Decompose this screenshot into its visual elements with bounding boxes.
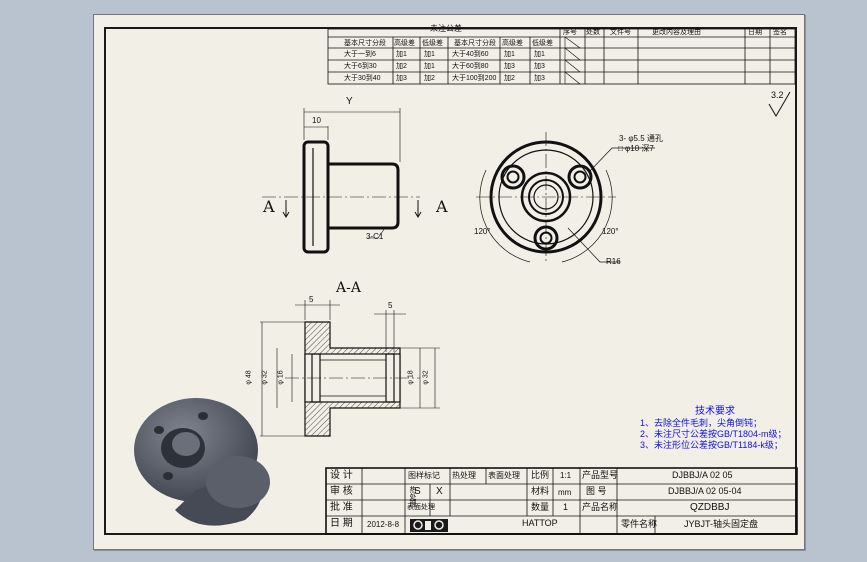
tol-cell: 大于60到80 — [452, 63, 489, 70]
dia-bore: φ 16 — [277, 370, 285, 385]
dia-bore-2: φ 18 — [407, 370, 415, 385]
tol-cell: 加3 — [396, 75, 407, 82]
material-value: mm — [558, 488, 572, 497]
tech-req-item: 1、去除全件毛刺，尖角倒钝； — [640, 418, 763, 428]
dia-hub: φ 32 — [422, 370, 430, 385]
company-logo — [410, 519, 448, 532]
label-design: 设 计 — [330, 470, 353, 481]
mark-s: S — [414, 486, 421, 497]
counterbore-callout: □ φ10 深7 — [618, 144, 654, 153]
tol-cell: 加2 — [424, 75, 435, 82]
tol-cell: 大于一到6 — [344, 51, 376, 58]
label-product-name: 产品名称 — [582, 502, 619, 512]
label-product-code: 产品型号 — [582, 470, 619, 480]
tol-cell: 加3 — [534, 63, 545, 70]
tol-cell: 加1 — [396, 51, 407, 58]
tol-cell: 加2 — [396, 63, 407, 70]
hole-callout: 3- φ5.5 通孔 — [619, 134, 663, 143]
3d-model-preview — [134, 398, 270, 526]
scale-value: 1:1 — [560, 471, 572, 480]
tol-cell: 加1 — [424, 51, 435, 58]
tol-cell: 加2 — [504, 75, 515, 82]
label-heat: 热处理 — [452, 471, 476, 480]
technical-requirements: 技术要求 1、去除全件毛刺，尖角倒钝； 2、未注尺寸公差按GB/T1804-m级… — [640, 406, 790, 451]
label-scale: 比例 — [531, 470, 550, 480]
label-quantity: 数量 — [531, 502, 550, 512]
tol-header-5: 高级差 — [502, 40, 523, 47]
label-check: 审 核 — [330, 486, 353, 497]
label-figure-no: 图 号 — [586, 486, 607, 496]
section-mark-left: A — [263, 197, 275, 216]
label-material: 材料 — [531, 486, 550, 496]
product-code-value: DJBBJ/A 02 05 — [672, 470, 733, 480]
dia-outer: φ 48 — [245, 370, 253, 385]
product-name-value: QZDBBJ — [690, 502, 730, 513]
revision-col-3: 文件号 — [610, 29, 631, 36]
figure-no-value: DJBBJ/A 02 05-04 — [668, 486, 742, 496]
tol-cell: 加1 — [504, 51, 515, 58]
angle-dim-left: 120° — [474, 227, 491, 236]
tol-cell: 大于6到30 — [344, 63, 377, 70]
date-value: 2012-8-8 — [367, 520, 400, 529]
tol-cell: 加3 — [504, 63, 515, 70]
label-drawing-mark: 图样标记 — [408, 471, 440, 480]
tol-header-6: 低级差 — [532, 40, 553, 47]
section-title: A-A — [336, 280, 361, 296]
mark-x: X — [436, 486, 443, 497]
dim-groove-width: 5 — [388, 301, 393, 310]
dim-flange-width: 5 — [309, 295, 314, 304]
label-surface-treat: 表面处理 — [407, 504, 435, 511]
company-name: HATTOP — [522, 518, 558, 528]
dia-flange-inner: φ 32 — [261, 370, 269, 385]
tol-cell: 加1 — [424, 63, 435, 70]
tol-cell: 大于30到40 — [344, 75, 381, 82]
tol-header-4: 基本尺寸分段 — [454, 40, 496, 47]
dim-total-length: Y — [346, 96, 353, 107]
tol-cell: 大于100到200 — [452, 75, 497, 82]
revision-col-6: 签名 — [773, 29, 787, 36]
label-date: 日 期 — [330, 518, 353, 529]
revision-col-4: 更改内容及理由 — [652, 29, 701, 36]
section-mark-right: A — [436, 197, 448, 216]
tech-req-item: 2、未注尺寸公差按GB/T1804-m级； — [640, 429, 787, 439]
front-view — [262, 108, 422, 254]
roughness-value: 3.2 — [771, 90, 784, 100]
tol-cell: 加3 — [534, 75, 545, 82]
tech-req-item: 3、未注形位公差按GB/T1184-k级； — [640, 440, 783, 450]
tolerance-title: 未注公差 — [430, 24, 462, 33]
chamfer-note: 3-C1 — [366, 232, 384, 241]
angle-dim-right: 120° — [602, 227, 619, 236]
section-view — [260, 300, 440, 437]
label-surface: 表面处理 — [488, 471, 520, 480]
tol-cell: 加1 — [534, 51, 545, 58]
title-block — [325, 467, 798, 535]
tol-header-2: 高级差 — [394, 40, 415, 47]
tol-cell: 大于40到60 — [452, 51, 489, 58]
side-view — [476, 132, 655, 263]
roughness-symbol — [768, 91, 791, 117]
radius-dim: R16 — [606, 257, 621, 266]
revision-col-1: 序号 — [563, 29, 577, 36]
label-heat-treat: 热处理 — [409, 486, 416, 507]
tolerance-table — [327, 28, 796, 85]
revision-col-5: 日期 — [748, 29, 762, 36]
tol-header-1: 基本尺寸分段 — [344, 40, 386, 47]
tech-req-title: 技术要求 — [695, 406, 735, 417]
tol-header-3: 低级差 — [422, 40, 443, 47]
part-name-value: JYBJT-轴头固定盘 — [684, 519, 759, 529]
revision-col-2: 处数 — [586, 29, 600, 36]
label-part-name: 零件名称 — [621, 519, 658, 529]
label-approve: 批 准 — [330, 502, 353, 513]
quantity-value: 1 — [563, 502, 569, 512]
dim-flange-thickness: 10 — [312, 116, 321, 125]
